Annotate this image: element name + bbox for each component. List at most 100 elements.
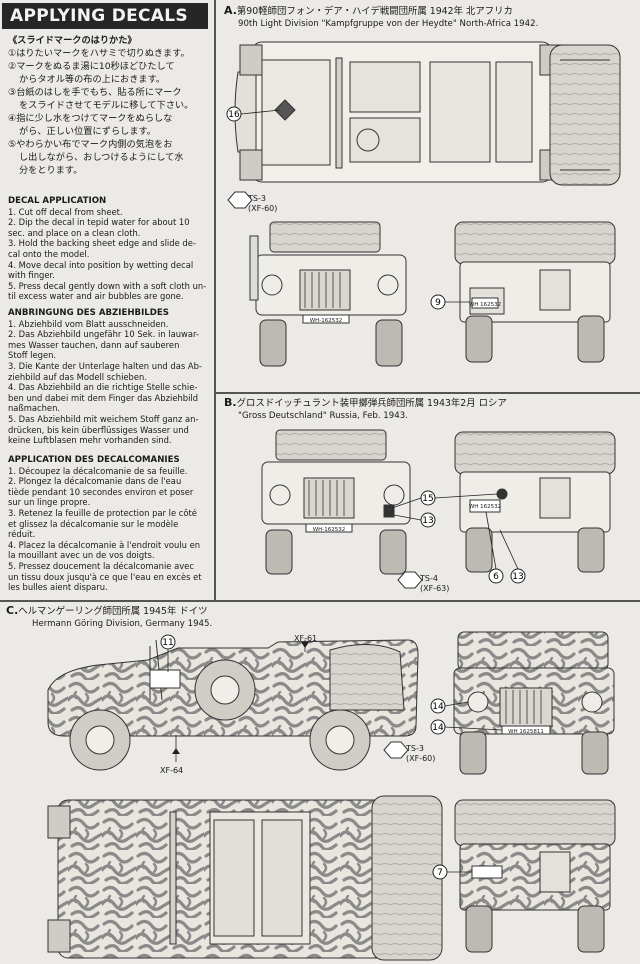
section-a-color-hexagon — [227, 191, 253, 209]
de-line: 3. Die Kante der Unterlage halten und da… — [8, 360, 202, 371]
callout-number: 14 — [432, 702, 444, 712]
de-line: ziehbild auf das Modell schieben. — [8, 371, 147, 382]
jp-line: し出しながら、おしつけるようにして水 — [19, 152, 184, 163]
fr-line: un tissu doux jusqu'à ce que l'eau en ex… — [8, 571, 202, 582]
instructions-column: APPLYING DECALS 《スライドマークのはりかた》 ①はりたいマークを… — [0, 0, 214, 600]
section-b-front-view — [261, 429, 411, 575]
color-code: TS-3 — [248, 194, 266, 203]
section-a-front-plate: WH-162532 — [310, 318, 343, 324]
en-line: 5. Press decal gently down with a soft c… — [8, 280, 207, 291]
fr-line: 3. Retenez la feuille de protection par … — [8, 507, 197, 518]
fr-line: réduit. — [8, 529, 36, 540]
section-c-front-view — [453, 631, 615, 775]
section-c-callout-7 — [432, 864, 472, 880]
de-title: ANBRINGUNG DES ABZIEHBILDES — [8, 308, 169, 318]
section-a-caption: A.第90軽師団フォン・デア・ハイデ戦闘団所属 1942年 北アフリカ 90th… — [224, 5, 538, 30]
color-sub: (XF-60) — [406, 754, 436, 763]
section-b-callouts — [391, 490, 526, 584]
en-title: DECAL APPLICATION — [8, 196, 107, 206]
section-divider-ab — [215, 392, 640, 394]
jp-line: からタオル等の布の上におきます。 — [19, 74, 166, 85]
jp-line: をスライドさせてモデルに移して下さい。 — [19, 100, 194, 111]
section-a-en: 90th Light Division "Kampfgruppe von der… — [238, 19, 539, 29]
section-a-color-label: TS-3 (XF-60) — [248, 194, 277, 214]
section-b-rear-plate: WH 162532 — [469, 504, 501, 510]
section-b-rear-view — [454, 431, 616, 573]
en-line: 2. Dip the decal in tepid water for abou… — [8, 217, 190, 228]
de-line: naßmachen. — [8, 403, 61, 414]
section-c-rear-view — [454, 799, 616, 953]
jp-instructions: 《スライドマークのはりかた》 ①はりたいマークをハサミで切りぬきます。 ②マーク… — [8, 34, 214, 177]
color-code: TS-4 — [420, 574, 438, 583]
section-b-front-plate: WH-162532 — [313, 527, 346, 533]
en-line: cal onto the model. — [8, 248, 90, 259]
jp-line: ③台紙のはしを手でもち、貼る所にマーク — [8, 87, 182, 98]
fr-line: et glissez la décalcomanie sur le modèle — [8, 518, 179, 529]
section-c-front-callouts — [430, 698, 503, 735]
callout-number: 13 — [422, 516, 433, 526]
fr-line: 2. Plongez la décalcomanie dans de l'eau — [8, 476, 182, 487]
de-line: ben und dabei mit dem Finger das Abziehb… — [8, 392, 199, 403]
section-a-rear-plate: WH 162532 — [469, 302, 501, 308]
de-line: 4. Das Abziehbild an die richtige Stelle… — [8, 382, 198, 393]
de-instructions: ANBRINGUNG DES ABZIEHBILDES 1. Abziehbil… — [8, 308, 212, 446]
en-line: 3. Hold the backing sheet edge and slide… — [8, 238, 196, 249]
fr-line: 5. Pressez doucement la décalcomanie ave… — [8, 560, 194, 571]
fr-line: sur un linge propre. — [8, 497, 91, 508]
section-c-front-plate: WH 1625811 — [508, 729, 544, 735]
fr-line: la mouillant avec un de vos doigts. — [8, 550, 155, 561]
callout-number: 15 — [422, 494, 433, 504]
section-divider-c — [0, 600, 640, 602]
jp-title: 《スライドマークのはりかた》 — [8, 35, 137, 46]
section-c-side-markers — [160, 634, 309, 762]
de-line: 2. Das Abziehbild ungefähr 10 Sek. in la… — [8, 329, 199, 340]
en-line: with finger. — [8, 270, 55, 281]
section-b-color-label: TS-4 (XF-63) — [420, 574, 449, 594]
section-c-color-hexagon — [383, 741, 409, 759]
section-a-jp: 第90軽師団フォン・デア・ハイデ戦闘団所属 1942年 北アフリカ — [236, 6, 513, 17]
fr-title: APPLICATION DES DECALCOMANIES — [8, 455, 180, 465]
callout-number: 14 — [432, 723, 444, 733]
fr-line: 1. Découpez la décalcomanie de sa feuill… — [8, 465, 188, 476]
section-b-en: "Gross Deutschland" Russia, Feb. 1943. — [238, 411, 408, 421]
jp-line: ②マークをぬるま湯に10秒ほどひたして — [8, 61, 175, 72]
de-line: keine Luftblasen mehr vorhanden sind. — [8, 435, 172, 446]
color-sub: (XF-60) — [248, 204, 278, 213]
callout-number: 7 — [437, 868, 443, 878]
xf64-label: XF-64 — [160, 766, 184, 775]
en-line: sec. and place on a clean cloth. — [8, 227, 141, 238]
column-divider — [214, 0, 216, 600]
section-a-label: A. — [224, 4, 237, 17]
section-b-jp: グロスドイッチュラント装甲擲弾兵師団所属 1943年2月 ロシア — [236, 398, 507, 409]
section-c-en: Hermann Göring Division, Germany 1945. — [32, 619, 213, 629]
section-c-side-view — [47, 639, 419, 771]
callout-number: 11 — [162, 638, 173, 648]
jp-line: 分をとります。 — [19, 165, 83, 176]
section-c-caption: C.ヘルマンゲーリング師団所属 1945年 ドイツ Hermann Göring… — [6, 605, 212, 630]
fr-line: tiède pendant 10 secondes environ et pos… — [8, 486, 194, 497]
de-line: mes Wasser tauchen, dann auf sauberen — [8, 339, 180, 350]
fr-line: 4. Placez la décalcomanie à l'endroit vo… — [8, 539, 201, 550]
fr-line: les bulles aient disparu. — [8, 582, 108, 593]
de-line: Stoff legen. — [8, 350, 57, 361]
en-line: til excess water and air bubbles are gon… — [8, 291, 184, 302]
en-line: 4. Move decal into position by wetting d… — [8, 259, 194, 270]
jp-line: がら、正しい位置にずらします。 — [19, 126, 156, 137]
applying-decals-banner: APPLYING DECALS — [2, 3, 208, 29]
de-line: drücken, bis kein überflüssiges Wasser u… — [8, 424, 189, 435]
callout-number: 16 — [228, 110, 240, 120]
color-sub: (XF-63) — [420, 584, 450, 593]
fr-instructions: APPLICATION DES DECALCOMANIES 1. Découpe… — [8, 455, 212, 593]
section-b-label: B. — [224, 396, 237, 409]
section-b-color-hexagon — [397, 571, 423, 589]
callout-number: 6 — [493, 572, 499, 582]
section-c-label: C. — [6, 604, 19, 617]
de-line: 1. Abziehbild vom Blatt ausschneiden. — [8, 318, 169, 329]
section-a-front-view — [249, 221, 407, 367]
jp-line: ①はりたいマークをハサミで切りぬきます。 — [8, 48, 190, 59]
section-a-callout-9 — [430, 294, 470, 310]
section-a-top-view — [234, 41, 621, 186]
callout-number: 9 — [435, 298, 441, 308]
